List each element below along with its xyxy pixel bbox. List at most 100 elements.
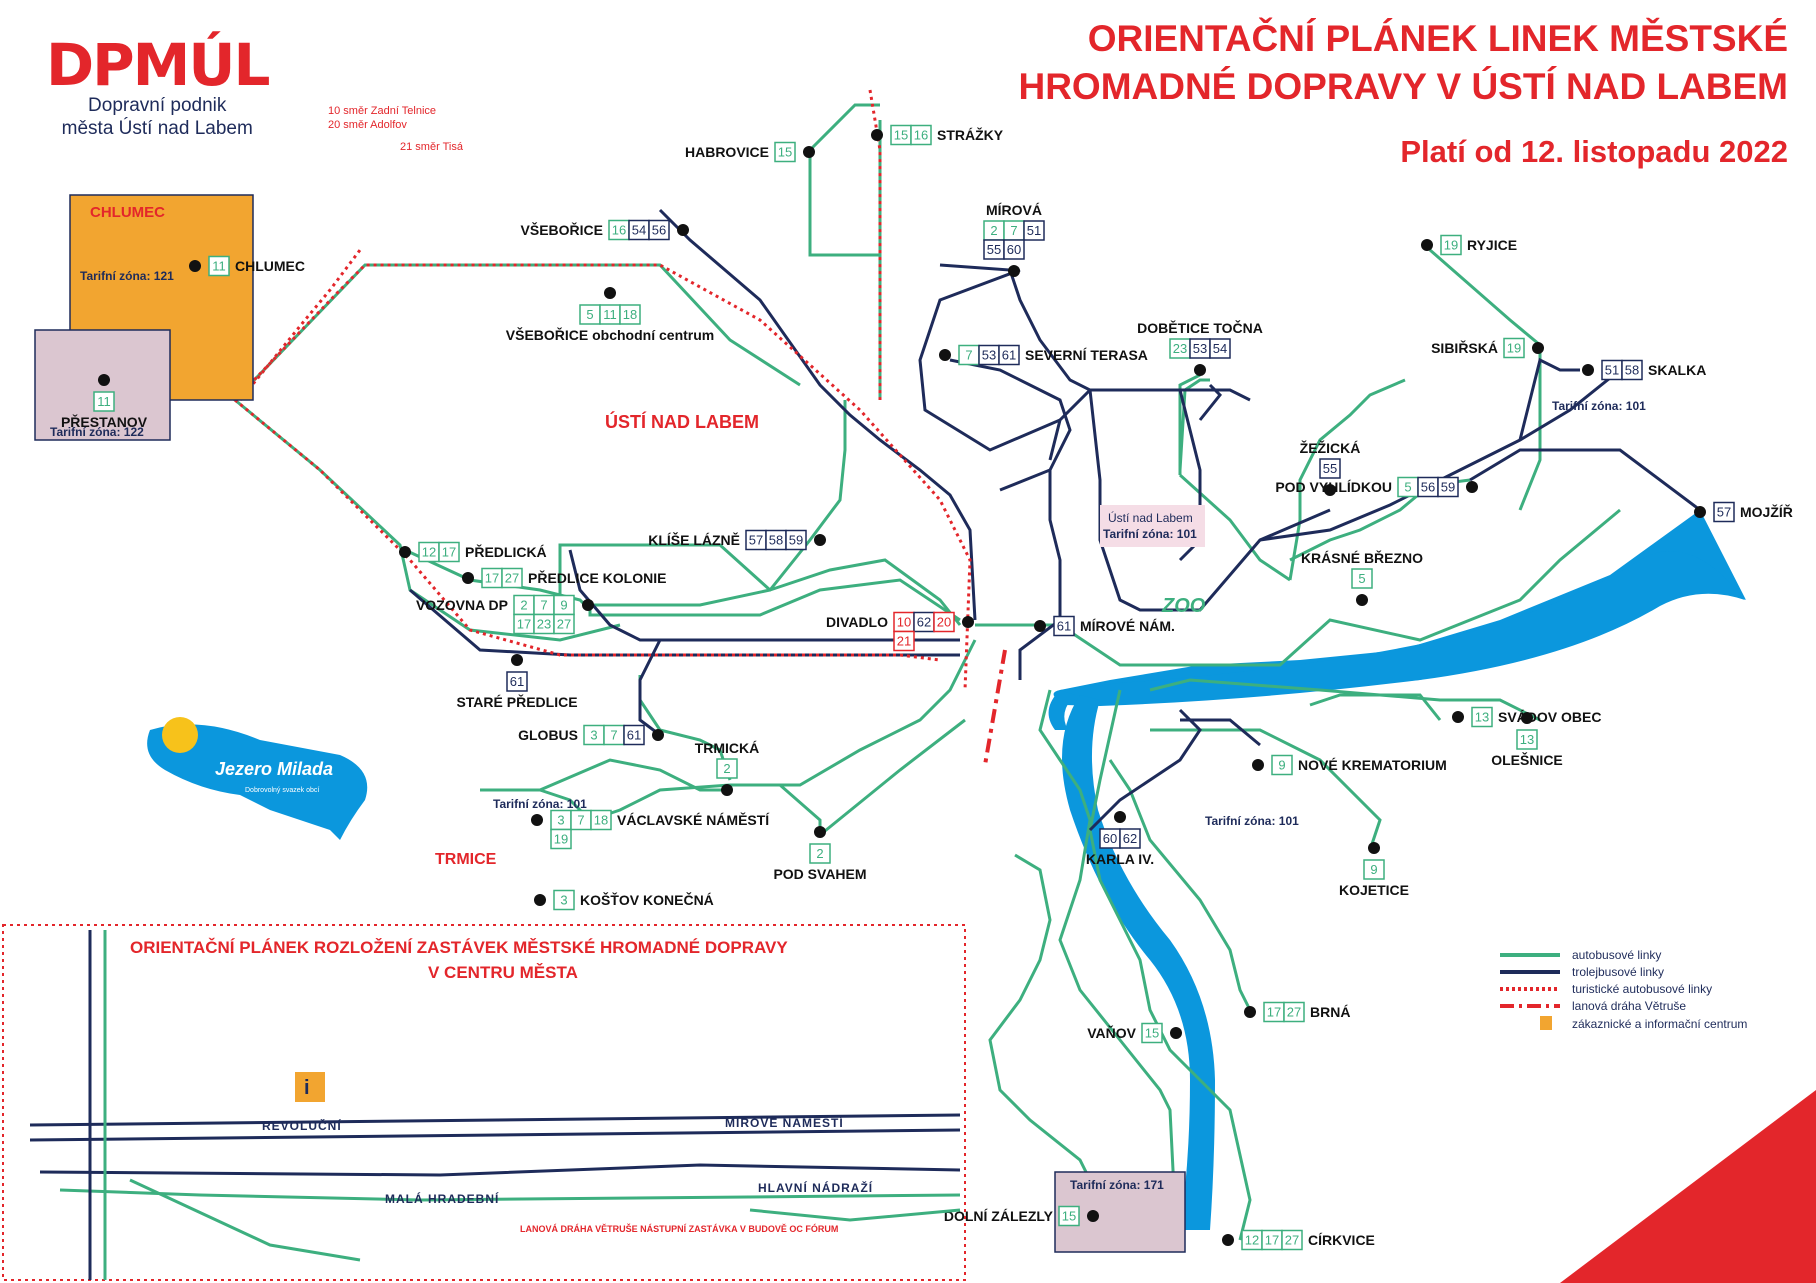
stop-name: SVÁDOV OBEC xyxy=(1498,709,1601,725)
line-number: 2 xyxy=(520,598,527,613)
trmice-zone-label: Tarifní zóna: 101 xyxy=(493,797,587,811)
info-glyph: i xyxy=(304,1077,310,1099)
line-number: 59 xyxy=(1441,480,1455,495)
line-number: 7 xyxy=(965,348,972,363)
stop-name: VAŇOV xyxy=(1087,1024,1136,1041)
line-number: 56 xyxy=(1421,480,1435,495)
stop-name: MOJŽÍŘ xyxy=(1740,503,1793,520)
skalka-zone-label: Tarifní zóna: 101 xyxy=(1552,399,1646,413)
valid-from: Platí od 12. listopadu 2022 xyxy=(1400,134,1788,169)
line-number: 53 xyxy=(982,348,996,363)
line-number: 61 xyxy=(1002,348,1016,363)
direction-notes: 10 směr Zadní Telnice 20 směr Adolfov 21… xyxy=(328,105,464,153)
stop-dot xyxy=(721,784,733,796)
line-number: 15 xyxy=(894,128,908,143)
line-number: 61 xyxy=(510,674,524,689)
prestanov-zone-box xyxy=(34,329,171,441)
zalezly-zone-label: Tarifní zóna: 171 xyxy=(1070,1178,1164,1192)
stop-dot xyxy=(677,224,689,236)
line-number: 2 xyxy=(816,846,823,861)
line-number: 57 xyxy=(1717,505,1731,520)
line-badge xyxy=(1119,828,1141,849)
stop-dot xyxy=(803,146,815,158)
stop-name: KOŠŤOV KONEČNÁ xyxy=(580,891,714,908)
stop-name: SIBIŘSKÁ xyxy=(1431,339,1498,356)
stop-dot xyxy=(1008,265,1020,277)
line-number: 17 xyxy=(442,545,456,560)
line-badge xyxy=(590,809,612,831)
stop-dot xyxy=(814,826,826,838)
line-number: 61 xyxy=(1057,619,1071,634)
line-badge xyxy=(1053,615,1075,637)
line-number: 7 xyxy=(540,598,547,613)
line-number: 19 xyxy=(1444,238,1458,253)
lake-subtitle: Dobrovolný svazek obcí xyxy=(245,787,319,794)
stop-name: PŘESTANOV xyxy=(61,413,148,430)
line-badge xyxy=(1281,1229,1303,1251)
stop-name: OLEŠNICE xyxy=(1491,751,1563,768)
stop-name: HABROVICE xyxy=(685,144,769,160)
legend-bus: autobusové linky xyxy=(1572,948,1661,962)
legend-tourist: turistické autobusové linky xyxy=(1572,982,1712,996)
line-number: 20 xyxy=(937,615,951,630)
stop-dot xyxy=(1087,1210,1099,1222)
stop-dot xyxy=(1222,1234,1234,1246)
stop-name: DOLNÍ ZÁLEZLY xyxy=(944,1208,1054,1224)
line-badge xyxy=(998,344,1020,366)
line-badge xyxy=(501,567,523,589)
line-number: 17 xyxy=(517,617,531,632)
stop-dot xyxy=(1421,239,1433,251)
line-badge xyxy=(1437,476,1459,498)
line-badge xyxy=(619,304,641,325)
legend: autobusové linky trolejbusové linky turi… xyxy=(1500,948,1747,1031)
line-number: 7 xyxy=(610,728,617,743)
line-badge xyxy=(553,613,575,635)
stop-dot xyxy=(652,729,664,741)
main-zone-city: Ústí nad Labem xyxy=(1108,510,1193,525)
inset-stop-hlavni-nadrazi: HLAVNÍ NÁDRAŽÍ xyxy=(758,1180,873,1195)
stop-dot xyxy=(1694,506,1706,518)
stop-dot xyxy=(814,534,826,546)
stop-dot xyxy=(1194,364,1206,376)
line-number: 3 xyxy=(557,813,564,828)
line-number: 51 xyxy=(1605,363,1619,378)
stop-name: CÍRKVICE xyxy=(1308,1232,1375,1248)
city-name: ÚSTÍ NAD LABEM xyxy=(605,411,759,432)
line-badge xyxy=(553,889,575,911)
line-badge xyxy=(93,391,115,412)
line-badge xyxy=(648,219,670,241)
line-badge xyxy=(716,758,738,779)
line-number: 61 xyxy=(627,728,641,743)
river-bend xyxy=(1048,690,1075,730)
lake-name: Jezero Milada xyxy=(215,759,333,779)
line-number: 9 xyxy=(560,598,567,613)
line-badge xyxy=(1023,220,1045,241)
stop-name: VÁCLAVSKÉ NÁMĚSTÍ xyxy=(617,811,770,828)
stop-dot xyxy=(1582,364,1594,376)
line-number: 17 xyxy=(485,571,499,586)
line-number: 58 xyxy=(769,533,783,548)
stop-dot xyxy=(939,349,951,361)
stop-name: STARÉ PŘEDLICE xyxy=(456,693,577,710)
line-number: 5 xyxy=(1404,480,1411,495)
line-badge xyxy=(1621,359,1643,381)
line-badge xyxy=(1003,239,1025,260)
stop-dot xyxy=(1170,1027,1182,1039)
stop-dot xyxy=(399,546,411,558)
line-number: 7 xyxy=(577,813,584,828)
line-number: 59 xyxy=(789,533,803,548)
stop-name: KLÍŠE LÁZNĚ xyxy=(648,531,740,548)
line-badge xyxy=(1319,458,1341,479)
